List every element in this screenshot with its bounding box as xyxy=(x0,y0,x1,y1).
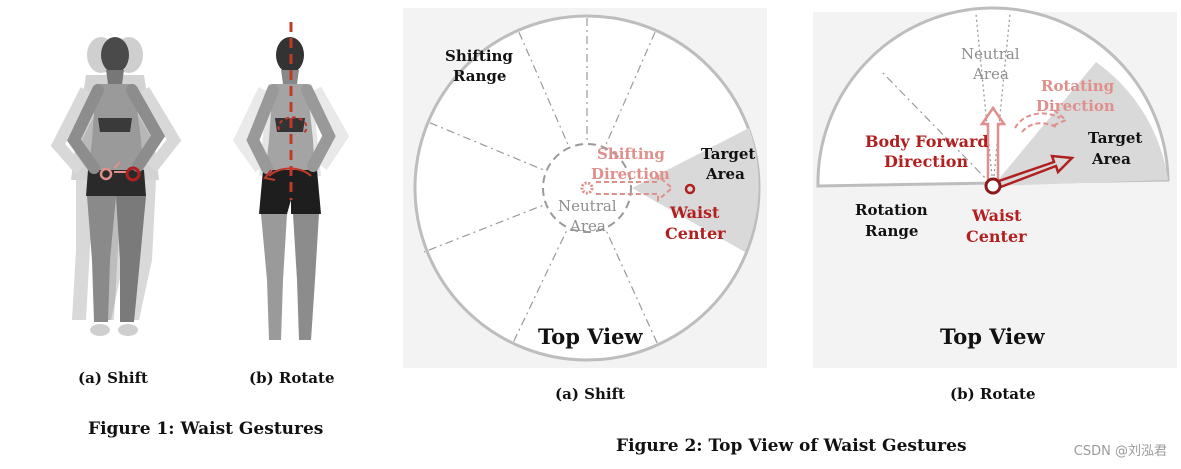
label-body-forward-2: Direction xyxy=(884,152,968,171)
waist-center-marker xyxy=(986,179,1000,193)
label-neutral-area-1: Neutral xyxy=(961,45,1020,63)
figure1-subcaption-a: (a) Shift xyxy=(78,369,148,387)
label-waist-center-2: Center xyxy=(665,224,726,243)
label-body-forward-1: Body Forward xyxy=(865,132,989,151)
person-shift-figure xyxy=(58,37,174,336)
label-shifting-direction-2: Direction xyxy=(591,165,670,183)
label-shifting-range-1: Shifting xyxy=(445,47,513,65)
label-target-area-1: Target xyxy=(1088,129,1142,147)
figure2-panel-rotate: Neutral Area Rotating Direction Body For… xyxy=(810,0,1180,370)
figure1-illustration xyxy=(20,0,390,370)
label-rotating-direction-1: Rotating xyxy=(1041,77,1115,95)
label-top-view: Top View xyxy=(940,324,1045,349)
label-rotation-range-2: Range xyxy=(865,222,918,240)
label-waist-center-1: Waist xyxy=(971,206,1022,225)
label-shifting-direction-1: Shifting xyxy=(597,145,665,163)
person-rotate-figure xyxy=(241,22,341,340)
watermark: CSDN @刘泓君 xyxy=(1074,440,1167,459)
label-target-area-2: Area xyxy=(705,165,745,183)
label-rotating-direction-2: Direction xyxy=(1036,97,1115,115)
figure2-subcaption-b: (b) Rotate xyxy=(950,385,1036,403)
figure2-subcaption-a: (a) Shift xyxy=(555,385,625,403)
label-neutral-area-2: Area xyxy=(569,217,606,235)
label-target-area-2: Area xyxy=(1091,150,1131,168)
label-waist-center-2: Center xyxy=(966,227,1027,246)
figure2-caption: Figure 2: Top View of Waist Gestures xyxy=(616,436,967,456)
label-neutral-area-2: Area xyxy=(972,65,1009,83)
figure1-caption: Figure 1: Waist Gestures xyxy=(88,419,323,439)
label-waist-center-1: Waist xyxy=(669,203,720,222)
label-target-area-1: Target xyxy=(701,145,755,163)
label-neutral-area-1: Neutral xyxy=(558,197,617,215)
label-shifting-range-2: Range xyxy=(453,67,506,85)
label-top-view: Top View xyxy=(538,324,643,349)
figure1-subcaption-b: (b) Rotate xyxy=(249,369,335,387)
figure2-panel-shift: Shifting Range Shifting Direction Neutra… xyxy=(400,0,770,370)
label-rotation-range-1: Rotation xyxy=(855,201,928,219)
